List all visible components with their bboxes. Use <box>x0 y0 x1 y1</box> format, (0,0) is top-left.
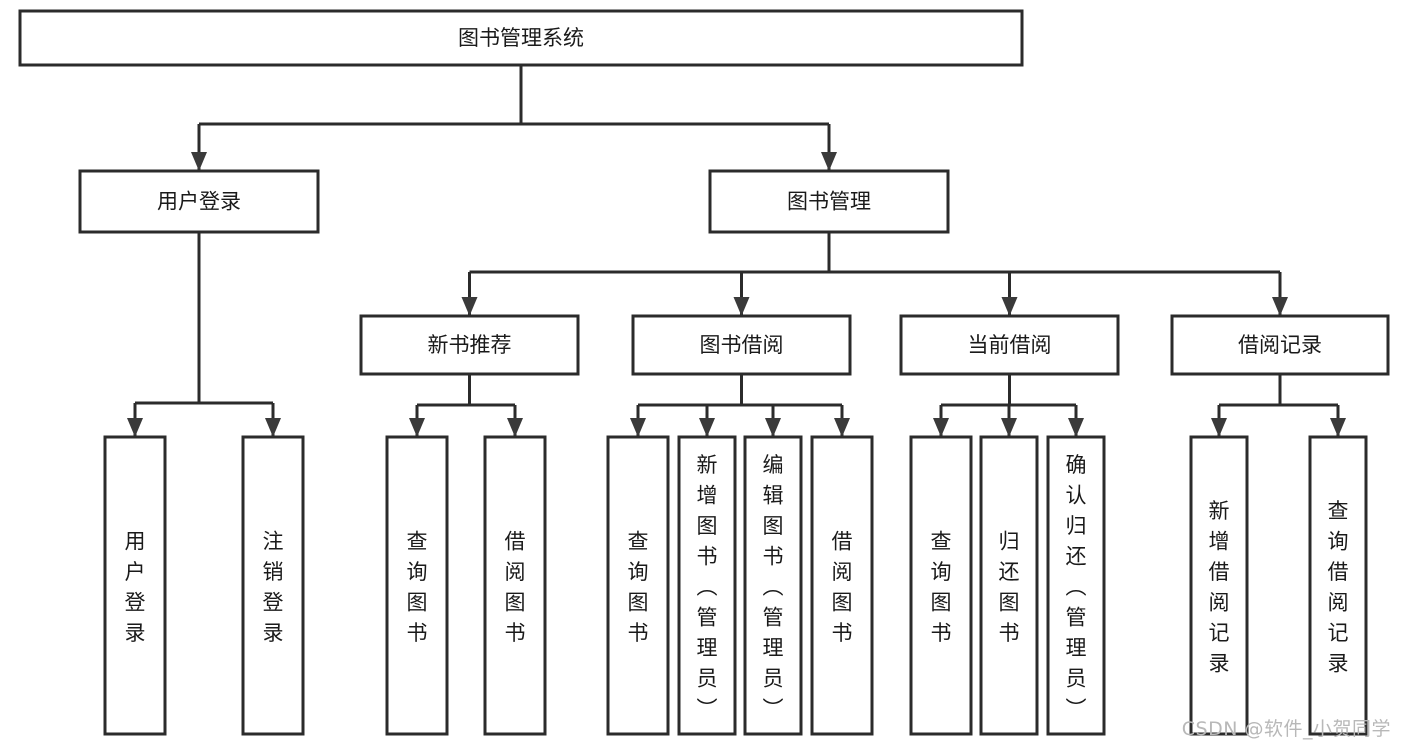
node-box[interactable] <box>1308 435 1368 736</box>
node-label: 当前借阅 <box>968 333 1052 357</box>
node-label: 用户登录 <box>157 190 241 214</box>
node-l3-e1[interactable]: 新增借阅记录 <box>1189 435 1249 736</box>
arrow-head-icon <box>461 297 478 316</box>
node-box[interactable] <box>1189 435 1249 736</box>
node-l3-b2[interactable]: 借阅图书 <box>483 435 547 736</box>
watermark-text: CSDN @软件_小贺同学 <box>1181 718 1391 740</box>
arrow-head-icon <box>1211 418 1227 437</box>
node-l3-c3[interactable]: 编辑图书︵管理员︶ <box>743 435 803 736</box>
node-label: 编辑图书︵管理员︶ <box>763 453 784 721</box>
node-box[interactable] <box>979 435 1039 736</box>
edge-group-l2-current <box>933 374 1084 437</box>
arrow-head-icon <box>765 418 781 437</box>
node-box[interactable] <box>677 435 737 736</box>
arrow-head-icon <box>507 418 523 437</box>
node-box[interactable] <box>899 314 1120 376</box>
node-box[interactable] <box>1046 435 1106 736</box>
node-l3-c2[interactable]: 新增图书︵管理员︶ <box>677 435 737 736</box>
node-label: 借阅记录 <box>1238 333 1322 357</box>
arrow-head-icon <box>409 418 425 437</box>
node-box[interactable] <box>1170 314 1390 376</box>
node-l3-a1[interactable]: 用户登录 <box>103 435 167 736</box>
node-label: 查询借阅记录 <box>1328 499 1349 676</box>
edge-group-l2-borrow <box>630 374 850 437</box>
node-box[interactable] <box>631 314 852 376</box>
arrow-head-icon <box>1001 418 1017 437</box>
node-l1-login[interactable]: 用户登录 <box>78 169 320 234</box>
edge-group-root <box>191 65 837 171</box>
node-l3-d3[interactable]: 确认归还︵管理员︶ <box>1046 435 1106 736</box>
arrow-head-icon <box>933 418 949 437</box>
node-label: 新增图书︵管理员︶ <box>697 453 718 721</box>
node-box[interactable] <box>810 435 874 736</box>
node-label: 新增借阅记录 <box>1209 499 1230 676</box>
arrow-head-icon <box>1330 418 1346 437</box>
node-label: 图书管理 <box>787 190 871 214</box>
node-box[interactable] <box>708 169 950 234</box>
node-box[interactable] <box>359 314 580 376</box>
edge-group-l2-newrec <box>409 374 523 437</box>
node-root[interactable]: 图书管理系统 <box>18 9 1024 67</box>
node-box[interactable] <box>78 169 320 234</box>
node-box[interactable] <box>241 435 305 736</box>
node-label: 借阅图书 <box>832 529 853 645</box>
arrow-head-icon <box>733 297 750 316</box>
node-label: 确认归还︵管理员︶ <box>1066 453 1087 721</box>
node-box[interactable] <box>385 435 449 736</box>
node-l3-c1[interactable]: 查询图书 <box>606 435 670 736</box>
arrow-head-icon <box>1272 297 1288 316</box>
edge-group-l1-login <box>127 232 281 437</box>
arrow-head-icon <box>630 418 646 437</box>
arrow-head-icon <box>821 152 837 171</box>
node-l3-d1[interactable]: 查询图书 <box>909 435 973 736</box>
arrow-head-icon <box>699 418 715 437</box>
node-label: 图书借阅 <box>700 333 784 357</box>
arrow-head-icon <box>127 418 143 437</box>
node-l3-e2[interactable]: 查询借阅记录 <box>1308 435 1368 736</box>
arrow-head-icon <box>1001 297 1018 316</box>
node-label: 借阅图书 <box>505 529 526 645</box>
node-l3-a2[interactable]: 注销登录 <box>241 435 305 736</box>
nodes-layer: 图书管理系统用户登录图书管理新书推荐图书借阅当前借阅借阅记录用户登录注销登录查询… <box>18 9 1390 736</box>
node-label: 注销登录 <box>263 529 284 645</box>
node-box[interactable] <box>18 9 1024 67</box>
node-label: 查询图书 <box>628 529 649 645</box>
node-label: 归还图书 <box>999 529 1020 645</box>
node-l1-books[interactable]: 图书管理 <box>708 169 950 234</box>
node-label: 查询图书 <box>931 529 952 645</box>
node-l3-d2[interactable]: 归还图书 <box>979 435 1039 736</box>
node-l3-b1[interactable]: 查询图书 <box>385 435 449 736</box>
node-label: 查询图书 <box>407 529 428 645</box>
node-l3-c4[interactable]: 借阅图书 <box>810 435 874 736</box>
node-l2-record[interactable]: 借阅记录 <box>1170 314 1390 376</box>
arrow-head-icon <box>1068 418 1084 437</box>
node-l2-borrow[interactable]: 图书借阅 <box>631 314 852 376</box>
node-box[interactable] <box>103 435 167 736</box>
node-label: 图书管理系统 <box>458 26 584 50</box>
node-label: 用户登录 <box>125 529 146 645</box>
node-box[interactable] <box>483 435 547 736</box>
edges-layer <box>127 65 1346 437</box>
node-box[interactable] <box>909 435 973 736</box>
node-l2-newrec[interactable]: 新书推荐 <box>359 314 580 376</box>
edge-group-l2-record <box>1211 374 1346 437</box>
node-box[interactable] <box>743 435 803 736</box>
arrow-head-icon <box>191 152 207 171</box>
node-box[interactable] <box>606 435 670 736</box>
edge-group-l1-books <box>461 232 1288 316</box>
node-label: 新书推荐 <box>428 333 512 357</box>
arrow-head-icon <box>834 418 850 437</box>
arrow-head-icon <box>265 418 281 437</box>
node-l2-current[interactable]: 当前借阅 <box>899 314 1120 376</box>
